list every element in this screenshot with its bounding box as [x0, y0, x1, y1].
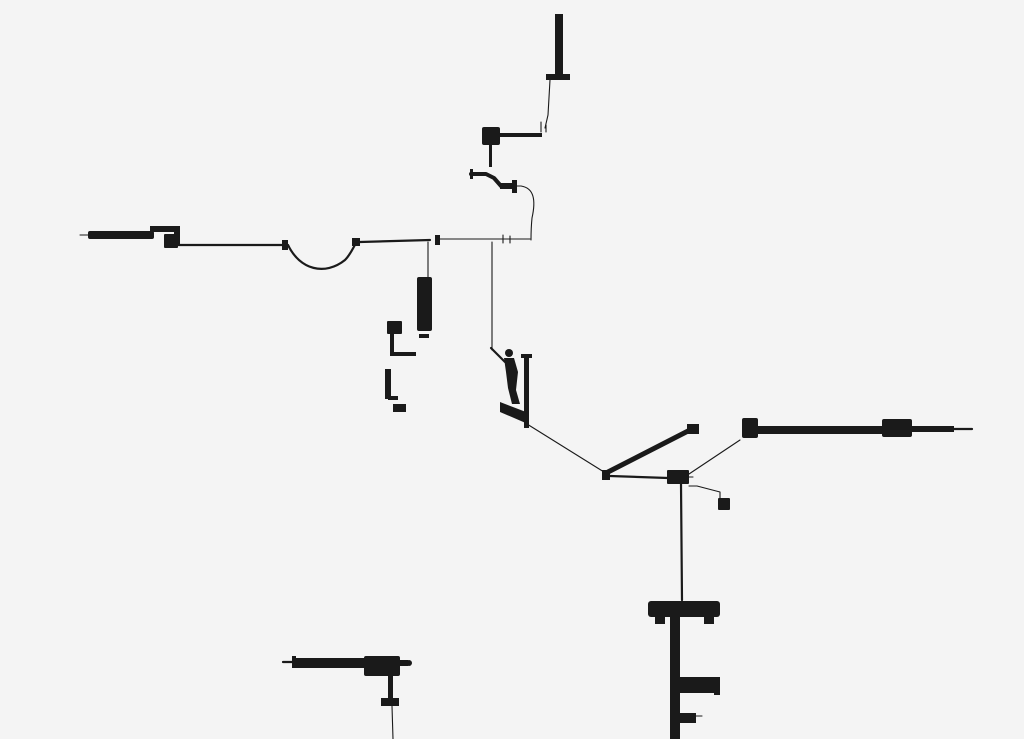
central-crossbar [358, 234, 531, 245]
hanging-cable-loop [286, 238, 360, 270]
bottom-left-arm [281, 656, 412, 739]
lower-junction [602, 424, 741, 510]
crank-arm [469, 169, 535, 241]
left-horizontal-arm [79, 226, 288, 250]
tilted-platform [500, 402, 605, 473]
upper-hub-box [482, 127, 542, 167]
top-vertical-bar [540, 14, 570, 133]
suspended-figure [489, 241, 532, 428]
hanging-cylinder [417, 241, 432, 338]
right-horizontal-arm [742, 418, 974, 438]
left-hanging-bracket [385, 321, 416, 412]
lower-vertical-mast [648, 482, 720, 739]
